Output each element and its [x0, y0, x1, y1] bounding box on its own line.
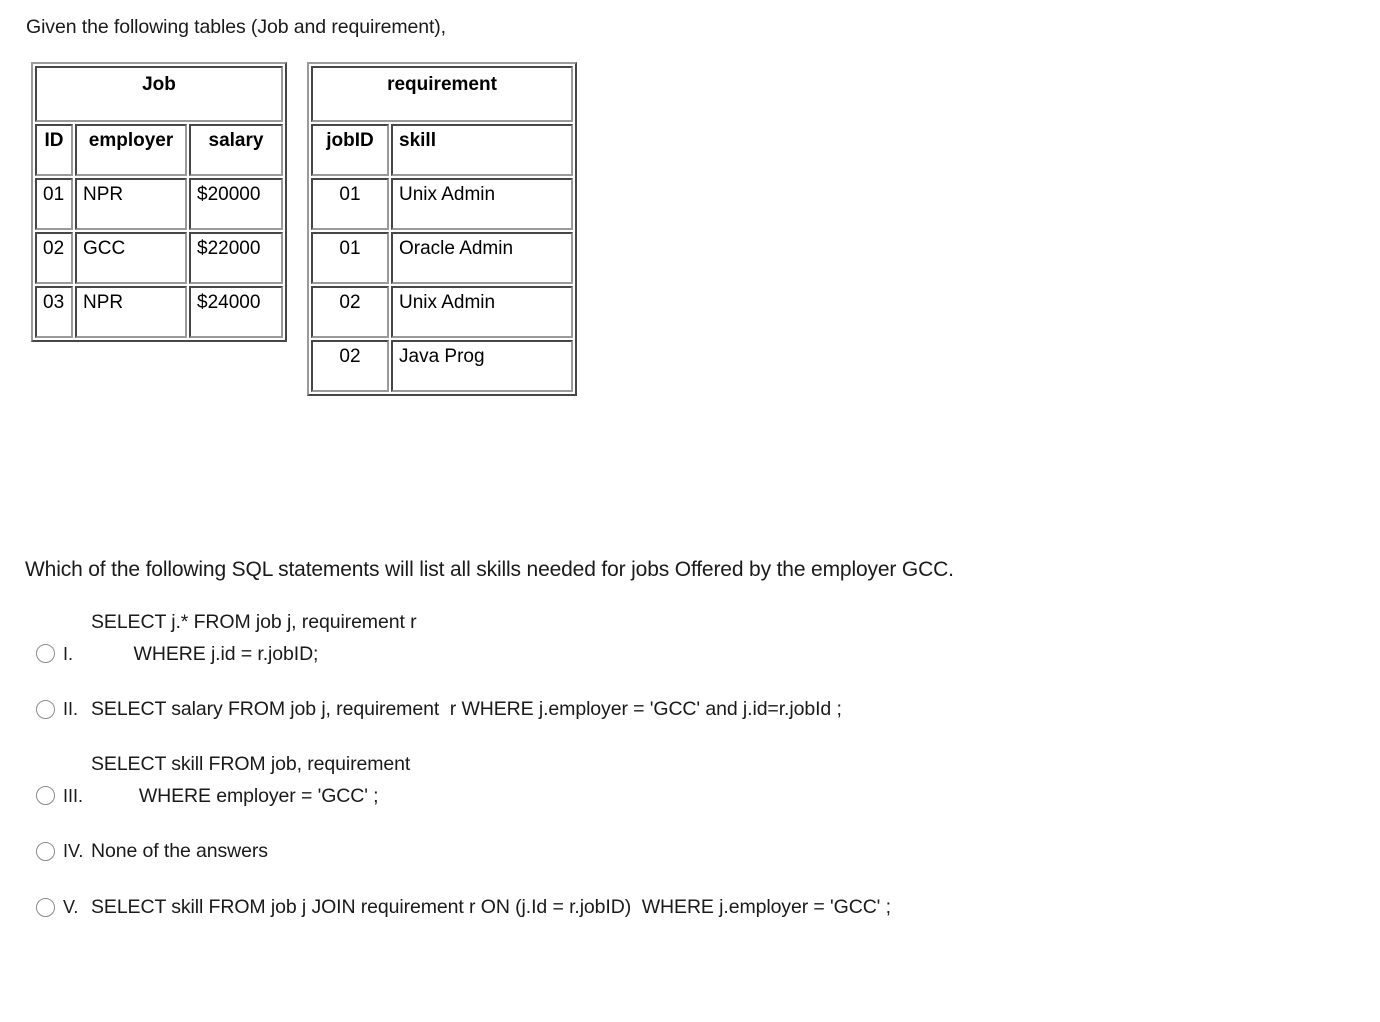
requirement-cell-jobid: 02 [311, 340, 389, 392]
requirement-cell-jobid: 01 [311, 178, 389, 230]
requirement-col-jobid: jobID [311, 124, 389, 176]
table-row: 03 NPR $24000 [35, 286, 283, 338]
option-text-1-line2: WHERE j.id = r.jobID; [91, 643, 319, 665]
table-header-row: ID employer salary [35, 124, 283, 176]
option-text-5: SELECT skill FROM job j JOIN requirement… [91, 896, 891, 918]
job-table: Job ID employer salary 01 NPR $20000 02 … [31, 62, 287, 342]
radio-button-option-4[interactable] [36, 841, 55, 861]
option-text-4: None of the answers [91, 840, 268, 862]
table-title-row: requirement [311, 66, 573, 122]
table-title-row: Job [35, 66, 283, 122]
requirement-cell-jobid: 01 [311, 232, 389, 284]
option-text-1-line1: SELECT j.* FROM job j, requirement r [91, 611, 417, 633]
option-text-2: SELECT salary FROM job j, requirement r … [91, 698, 842, 720]
requirement-table: requirement jobID skill 01 Unix Admin 01… [307, 62, 577, 396]
job-cell-id: 03 [35, 286, 73, 338]
tables-container: Job ID employer salary 01 NPR $20000 02 … [0, 62, 1380, 462]
job-col-id: ID [35, 124, 73, 176]
answer-option-4[interactable]: IV. None of the answers [0, 834, 1380, 868]
table-row: 01 Oracle Admin [311, 232, 573, 284]
requirement-cell-jobid: 02 [311, 286, 389, 338]
job-cell-employer: GCC [75, 232, 187, 284]
job-cell-salary: $22000 [189, 232, 283, 284]
option-numeral-4: IV. [63, 841, 84, 861]
job-table-title: Job [35, 66, 283, 122]
table-row: 01 Unix Admin [311, 178, 573, 230]
question-text: Which of the following SQL statements wi… [25, 558, 954, 581]
option-numeral-5: V. [63, 897, 79, 917]
option-text-3: SELECT skill FROM job, requirement WHERE… [91, 748, 410, 812]
radio-button-option-1[interactable] [36, 644, 55, 663]
job-cell-id: 02 [35, 232, 73, 284]
option-text-1: SELECT j.* FROM job j, requirement r WHE… [91, 606, 417, 670]
table-row: 02 Unix Admin [311, 286, 573, 338]
radio-button-option-5[interactable] [36, 897, 55, 917]
radio-button-option-3[interactable] [36, 786, 55, 805]
option-text-3-line1: SELECT skill FROM job, requirement [91, 753, 411, 775]
radio-button-option-2[interactable] [36, 699, 55, 719]
option-numeral-1: I. [63, 644, 74, 664]
intro-text: Given the following tables (Job and requ… [26, 16, 446, 38]
table-row: 02 Java Prog [311, 340, 573, 392]
answer-option-5[interactable]: V. SELECT skill FROM job j JOIN requirem… [0, 890, 1380, 924]
table-header-row: jobID skill [311, 124, 573, 176]
job-cell-employer: NPR [75, 178, 187, 230]
requirement-table-title: requirement [311, 66, 573, 122]
requirement-col-skill: skill [391, 124, 573, 176]
answer-options-list: I. SELECT j.* FROM job j, requirement r … [0, 606, 1380, 924]
job-col-employer: employer [75, 124, 187, 176]
requirement-cell-skill: Unix Admin [391, 178, 573, 230]
requirement-cell-skill: Java Prog [391, 340, 573, 392]
requirement-cell-skill: Oracle Admin [391, 232, 573, 284]
option-numeral-3: III. [63, 786, 84, 806]
answer-option-3[interactable]: III. SELECT skill FROM job, requirement … [0, 748, 1380, 812]
job-cell-salary: $24000 [189, 286, 283, 338]
table-row: 02 GCC $22000 [35, 232, 283, 284]
job-cell-salary: $20000 [189, 178, 283, 230]
answer-option-1[interactable]: I. SELECT j.* FROM job j, requirement r … [0, 606, 1380, 670]
job-cell-id: 01 [35, 178, 73, 230]
option-numeral-2: II. [63, 699, 79, 719]
requirement-cell-skill: Unix Admin [391, 286, 573, 338]
job-cell-employer: NPR [75, 286, 187, 338]
option-text-3-line2: WHERE employer = 'GCC' ; [91, 785, 379, 807]
table-row: 01 NPR $20000 [35, 178, 283, 230]
answer-option-2[interactable]: II. SELECT salary FROM job j, requiremen… [0, 692, 1380, 726]
job-col-salary: salary [189, 124, 283, 176]
